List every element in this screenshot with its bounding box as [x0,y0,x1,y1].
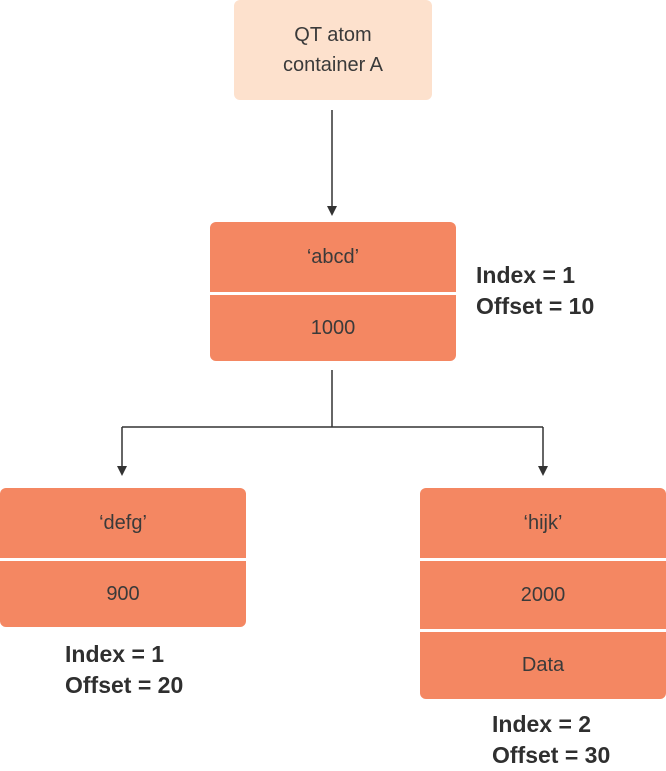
atom-abcd-divider [210,292,456,295]
atom-abcd-index: Index = 1 [476,262,576,288]
container-label: QT atom container A [283,20,383,80]
atom-defg-box: ‘defg’ 900 [0,488,246,627]
branch-to-defg-arrowhead [117,466,127,476]
atom-hijk-data: Data [521,654,565,676]
atom-hijk-offset: Offset = 30 [492,742,611,768]
qt-atom-container-box: QT atom container A [234,0,432,100]
container-label-line2: container A [282,54,384,76]
branch-to-hijk-arrowhead [538,466,548,476]
container-to-abcd-arrowhead [327,206,337,216]
atom-defg-offset: Offset = 20 [65,672,184,698]
atom-defg-divider [0,558,246,561]
atom-abcd-box: ‘abcd’ 1000 [210,222,456,361]
atom-defg-type: ‘defg’ [99,511,147,534]
atom-hijk-divider-1 [420,558,666,561]
atom-hijk-box: ‘hijk’ 2000 Data [420,488,666,699]
atom-hijk-divider-2 [420,629,666,632]
atom-abcd-meta: Index = 1 Offset = 10 [476,260,594,322]
atom-hijk-meta: Index = 2 Offset = 30 [492,709,610,771]
atom-defg-id: 900 [106,582,140,605]
atom-abcd-type: ‘abcd’ [306,245,360,268]
atom-defg-meta: Index = 1 Offset = 20 [65,639,183,701]
atom-hijk-index: Index = 2 [492,711,592,737]
atom-defg-index: Index = 1 [65,641,165,667]
container-label-line1: QT atom [294,24,372,46]
atom-hijk-type: ‘hijk’ [523,511,563,534]
atom-hijk-id: 2000 [520,583,566,606]
atom-abcd-id: 1000 [310,316,356,339]
atom-abcd-offset: Offset = 10 [476,293,595,319]
